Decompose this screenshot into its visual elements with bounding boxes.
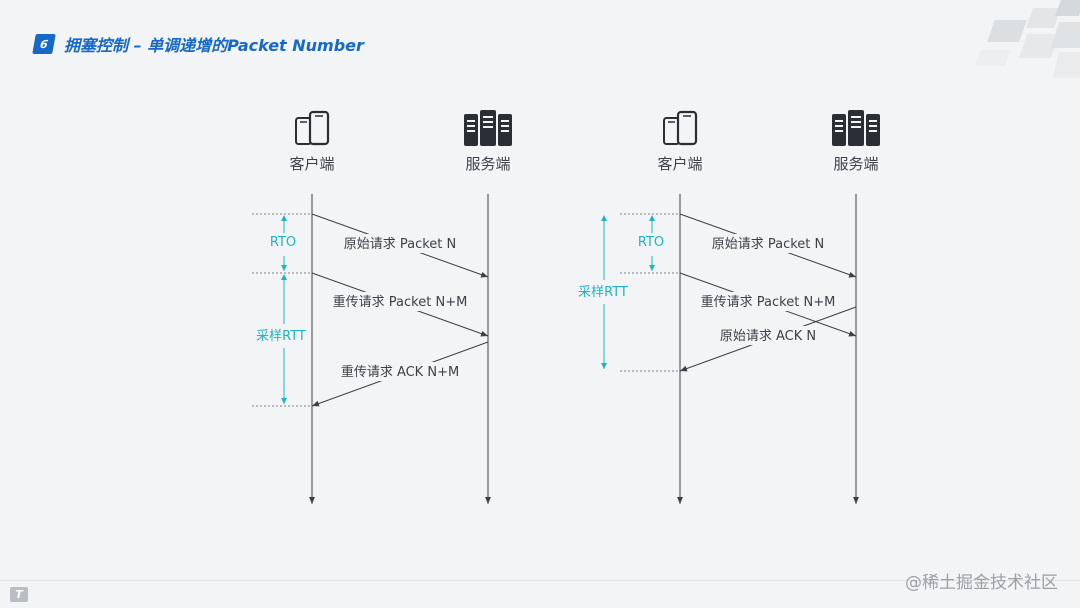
message-label: 重传请求 ACK N+M [341,364,459,380]
slide-title: 拥塞控制 – 单调递增的Packet Number [64,36,364,55]
rto-label: RTO [638,235,664,250]
smartphone-icon [294,110,330,146]
rto-label: RTO [270,235,296,250]
footer-divider [0,580,1080,581]
message-label-bg [344,362,456,381]
server-label: 服务端 [833,155,878,173]
message-label: 原始请求 Packet N [712,237,825,252]
footer-logo-icon: T [10,587,28,602]
message-label: 原始请求 ACK N [720,329,816,344]
server-rack-icon [832,110,880,146]
message-label-bg [331,292,469,311]
sequence-diagram-2: 客户端 服务端 RTO 采样RTT 原始请求 Packet N 重传请求 Packet N… [578,110,880,504]
smartphone-icon [662,110,698,146]
message-label: 重传请求 Packet N+M [701,294,836,310]
message-label: 重传请求 Packet N+M [333,294,468,310]
message-label-bg [340,234,460,253]
client-label: 客户端 [289,155,334,173]
rtt-label: 采样RTT [256,329,306,344]
message-label: 原始请求 Packet N [344,237,457,252]
slide-header: 6 拥塞控制 – 单调递增的Packet Number [32,33,364,55]
watermark: @稀土掘金技术社区 [905,573,1058,593]
server-rack-icon [464,110,512,146]
client-label: 客户端 [657,155,702,173]
corner-decoration [975,0,1080,78]
message-label-bg [708,234,828,253]
sequence-diagram-1: 客户端 服务端 RTO 采样RTT 原始请求 Packet N 重传请求 Packet N… [252,110,512,504]
rtt-label: 采样RTT [578,285,628,300]
message-label-bg [721,326,815,345]
server-label: 服务端 [465,155,510,173]
message-label-bg [699,292,837,311]
